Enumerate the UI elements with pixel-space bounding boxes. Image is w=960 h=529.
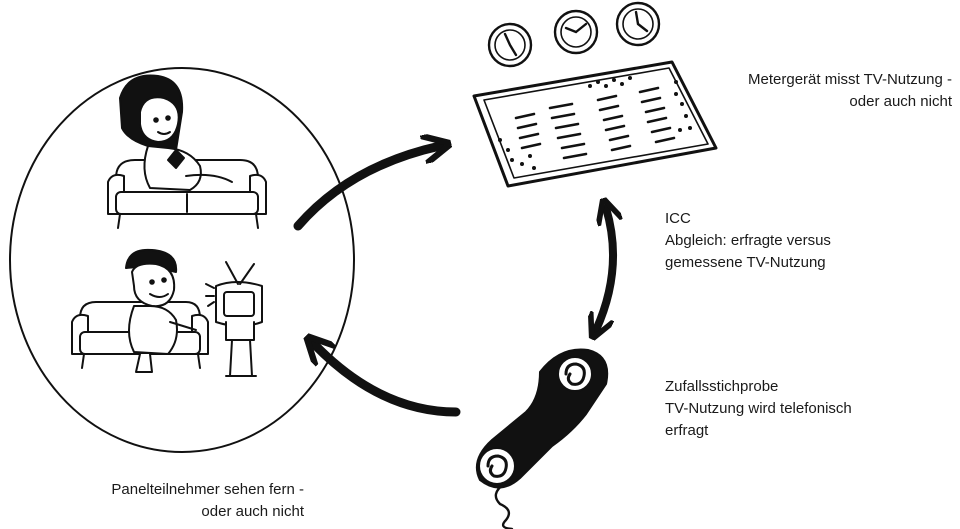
meter-caption-line-1: Metergerät misst TV-Nutzung -: [748, 71, 952, 88]
meter-caption-line-2: oder auch nicht: [849, 93, 952, 110]
comparison-caption-line-2: Abgleich: erfragte versus: [665, 232, 831, 249]
panel-caption: Panelteilnehmer sehen fern - oder auch n…: [76, 479, 304, 523]
panel-caption-line-1: Panelteilnehmer sehen fern -: [111, 481, 304, 498]
meter-caption: Metergerät misst TV-Nutzung - oder auch …: [748, 69, 952, 113]
man-watching-tv-illustration: [71, 248, 263, 377]
arrow-panel-to-meter: [293, 146, 440, 231]
phone-caption-line-3: erfragt: [665, 422, 709, 439]
phone-caption-line-1: Zufallsstichprobe: [665, 378, 779, 395]
comparison-caption-line-3: gemessene TV-Nutzung: [665, 254, 826, 271]
tv-meter-device-illustration: [472, 1, 718, 188]
comparison-caption-line-1: ICC: [665, 210, 691, 227]
panel-caption-line-2: oder auch nicht: [201, 503, 304, 520]
double-headed-arrow: [596, 208, 613, 330]
panel-ellipse: [9, 67, 355, 453]
comparison-caption: ICC Abgleich: erfragte versus gemessene …: [665, 208, 831, 274]
arrow-phone-to-panel: [314, 344, 461, 417]
phone-caption: Zufallsstichprobe TV-Nutzung wird telefo…: [665, 376, 852, 442]
woman-on-sofa-illustration: [107, 74, 267, 229]
phone-caption-line-2: TV-Nutzung wird telefonisch: [665, 400, 852, 417]
telephone-handset-illustration: [476, 348, 609, 529]
